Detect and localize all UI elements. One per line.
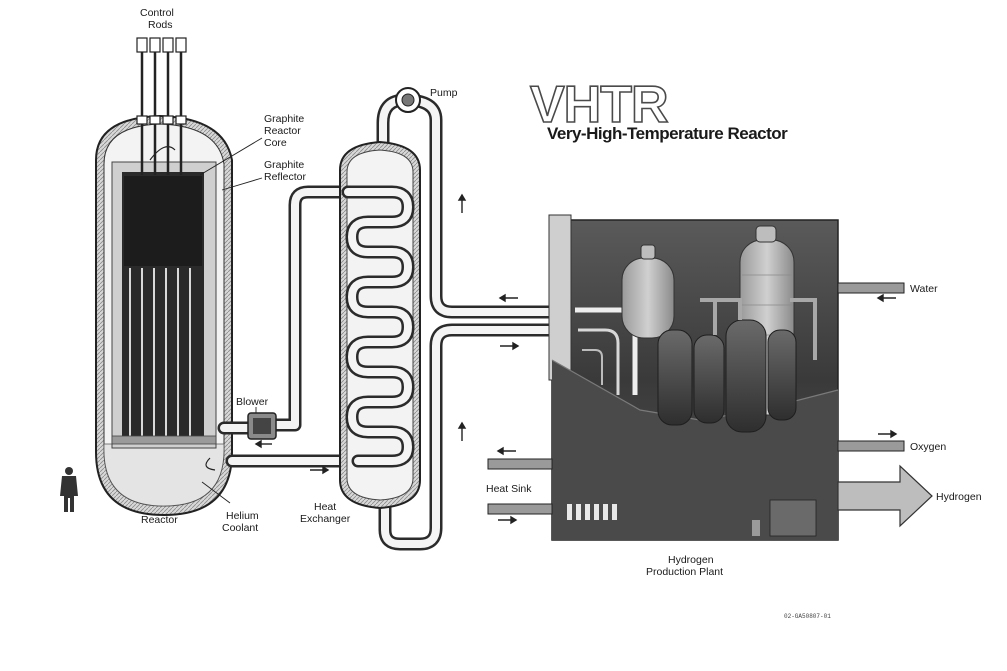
component-labels: Control Rods Graphite Reactor Core Graph… (140, 7, 982, 620)
heat-exchanger (339, 140, 421, 510)
title-full: Very-High-Temperature Reactor (547, 124, 788, 143)
label-blower: Blower (236, 396, 269, 408)
flow-arrows (254, 193, 898, 525)
blower (247, 412, 277, 440)
plant-tank (621, 244, 675, 339)
helium-loop-piping (217, 93, 559, 551)
label-reflector-2: Reflector (264, 171, 307, 183)
control-rods (136, 37, 187, 175)
label-hydrogen: Hydrogen (936, 491, 982, 503)
label-helium-1: Helium (226, 510, 259, 522)
label-plant-1: Hydrogen (668, 554, 714, 566)
fuel-channels (129, 268, 191, 436)
plant-io-pipes (487, 282, 933, 528)
label-leaders (199, 137, 263, 504)
label-control-rods-2: Rods (148, 19, 173, 31)
plant-stack (548, 214, 572, 381)
title-acronym: VHTR (530, 76, 668, 134)
pump (395, 87, 421, 113)
label-heat-exchanger-2: Exchanger (300, 513, 351, 525)
label-reflector-1: Graphite (264, 159, 304, 171)
figure-code: 02-GA50807-01 (784, 613, 831, 620)
label-pump: Pump (430, 87, 458, 99)
label-oxygen: Oxygen (910, 441, 946, 453)
label-water: Water (910, 283, 938, 295)
label-control-rods-1: Control (140, 7, 174, 19)
label-plant-2: Production Plant (646, 566, 723, 578)
label-heat-exchanger-1: Heat (314, 501, 336, 513)
label-helium-2: Coolant (222, 522, 258, 534)
label-reactor: Reactor (141, 514, 178, 526)
person-scale-icon (60, 467, 78, 512)
vhtr-title: VHTR Very-High-Temperature Reactor (529, 75, 788, 143)
label-core-3: Core (264, 137, 287, 149)
plant-vessels (657, 319, 797, 433)
label-heat-sink: Heat Sink (486, 483, 532, 495)
hydrogen-output-arrow (837, 464, 933, 528)
label-core-2: Reactor (264, 125, 301, 137)
reactor-vessel (95, 114, 233, 517)
plant-windows (567, 504, 617, 520)
hydrogen-production-plant (548, 214, 839, 541)
label-core-1: Graphite (264, 113, 304, 125)
